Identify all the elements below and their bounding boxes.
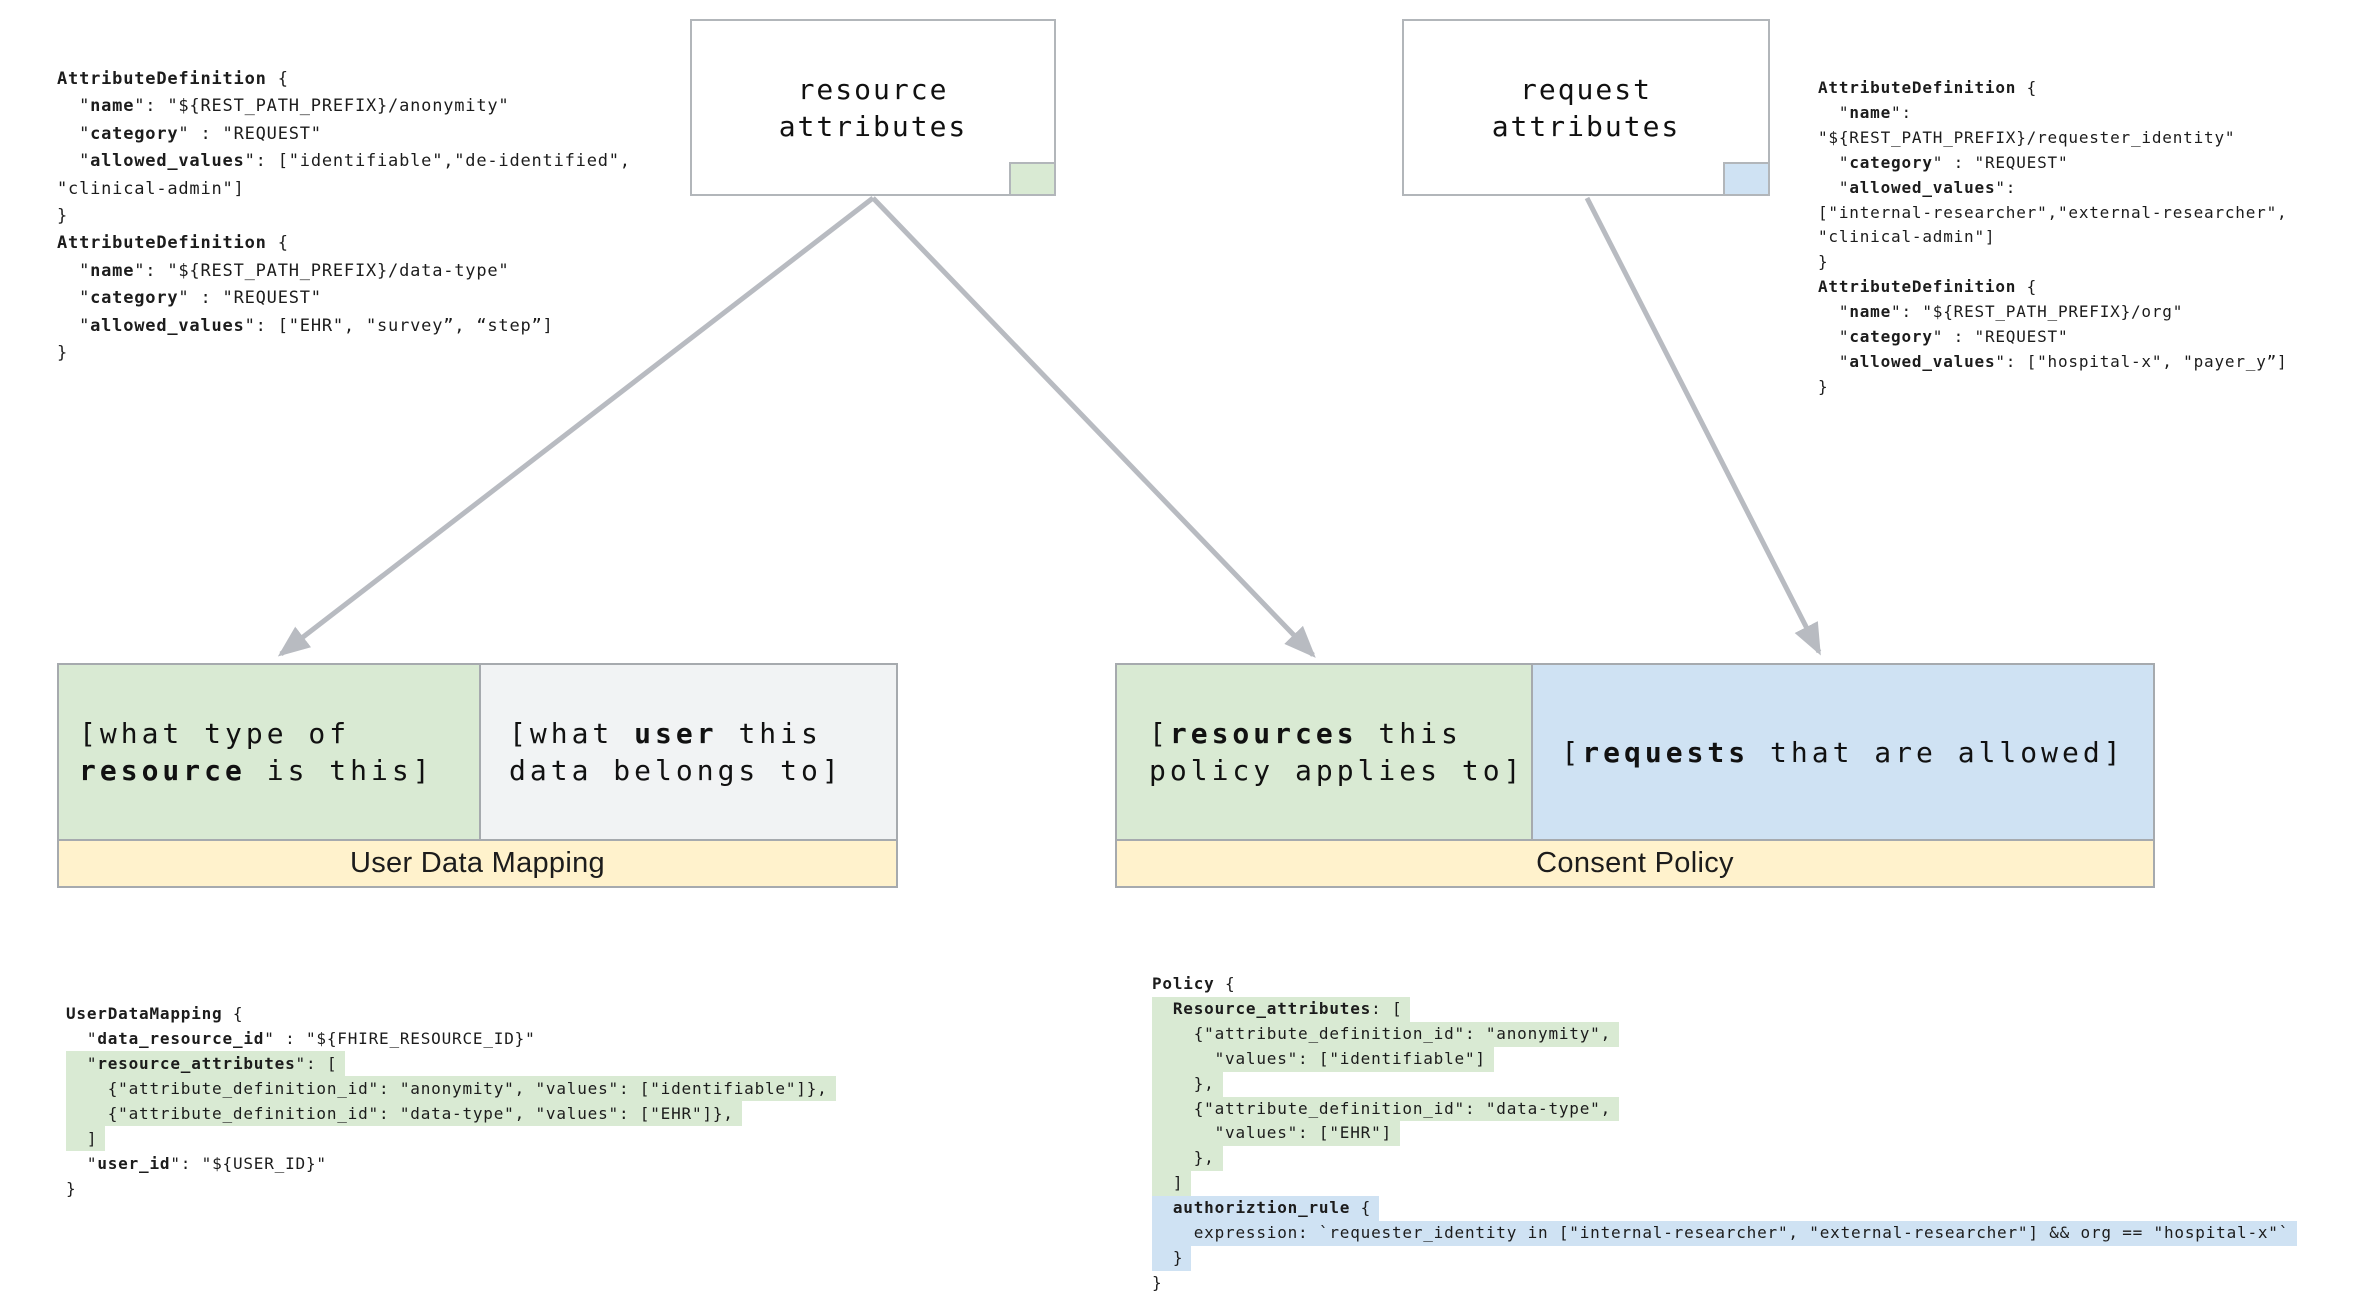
code-attribute-definitions-request: AttributeDefinition { "name": "${REST_PAT…	[1818, 76, 2288, 400]
highlight-green: {"attribute_definition_id": "anonymity",…	[66, 1076, 836, 1101]
text-line: "allowed_values": ["hospital-x", "payer_…	[1818, 351, 2288, 371]
text-line: UserDataMapping {	[66, 1004, 244, 1023]
text-line: "category" : "REQUEST"	[57, 288, 322, 309]
text-line: }	[57, 206, 69, 227]
resource-attributes-corner-swatch	[1009, 162, 1056, 196]
text-line: "data_resource_id" : "${FHIRE_RESOURCE_I…	[66, 1029, 536, 1048]
text-line: "user_id": "${USER_ID}"	[66, 1154, 327, 1173]
highlight-green: {"attribute_definition_id": "data-type",	[1152, 1096, 1620, 1122]
text-line: ]	[1152, 1171, 2297, 1197]
code-attribute-definitions-resource: AttributeDefinition { "name": "${REST_PA…	[57, 66, 631, 367]
user-data-mapping-cells: [what type of resource is this] [what use…	[59, 665, 896, 839]
code-user-data-mapping: UserDataMapping { "data_resource_id" : "…	[66, 1001, 836, 1201]
user-data-mapping-group: [what type of resource is this] [what use…	[57, 663, 898, 888]
consent-policy-group: [resources this policy applies to] [reque…	[1115, 663, 2155, 888]
text-line: "resource_attributes": [	[66, 1051, 836, 1076]
text-line: {"attribute_definition_id": "anonymity",…	[66, 1076, 836, 1101]
text-line: "allowed_values": ["EHR", "survey”, “ste…	[57, 315, 554, 336]
text-line: Resource_attributes: [	[1152, 996, 2297, 1022]
text-line: "clinical-admin"]	[57, 178, 245, 199]
text-line: "values": ["identifiable"]	[1152, 1046, 2297, 1072]
text-line: "${REST_PATH_PREFIX}/requester_identity"	[1818, 127, 2236, 147]
text-line: "values": ["EHR"]	[1152, 1121, 2297, 1147]
highlight-blue: authoriztion_rule {	[1152, 1196, 1380, 1222]
highlight-blue: expression: `requester_identity in ["int…	[1152, 1221, 2298, 1246]
policy-requests-cell: [requests that are allowed]	[1531, 665, 2153, 839]
highlight-green: {"attribute_definition_id": "data-type",…	[66, 1101, 742, 1126]
text-line: ]	[66, 1126, 836, 1151]
highlight-green: "values": ["EHR"]	[1152, 1121, 1400, 1147]
text-line: },	[1152, 1146, 2297, 1172]
consent-policy-title: Consent Policy	[1117, 839, 2153, 886]
text-line: AttributeDefinition {	[1818, 78, 2038, 97]
text-line: }	[1152, 1272, 1163, 1292]
resource-type-cell: [what type of resource is this]	[59, 665, 479, 839]
request-attributes-box-label: request attributes	[1491, 72, 1681, 143]
text-line: {"attribute_definition_id": "anonymity",	[1152, 1021, 2297, 1047]
highlight-green: },	[1152, 1146, 1223, 1172]
text-line: }	[1152, 1245, 2297, 1271]
text-line: resource is this]	[79, 754, 434, 787]
text-line: "allowed_values": ["identifiable","de-id…	[57, 151, 631, 172]
highlight-green: ]	[1152, 1171, 1192, 1197]
text-line: {"attribute_definition_id": "data-type",…	[66, 1101, 836, 1126]
text-line: [resources this	[1149, 717, 1462, 750]
code-policy: Policy { Resource_attributes: [ {"attrib…	[1152, 972, 2298, 1292]
text-line: }	[1818, 376, 1829, 396]
text-line: "name":	[1818, 102, 1912, 122]
arrow-request-to-policy	[1584, 196, 1822, 656]
text-line: },	[1152, 1071, 2297, 1097]
text-line: "clinical-admin"]	[1818, 227, 1996, 247]
arrow-resource-to-policy	[871, 196, 1316, 658]
text-line: [what type of	[79, 717, 351, 750]
text-line: AttributeDefinition {	[57, 69, 289, 89]
policy-resources-cell: [resources this policy applies to]	[1117, 665, 1531, 839]
highlight-green: {"attribute_definition_id": "anonymity",	[1152, 1021, 1620, 1047]
text-line: {"attribute_definition_id": "data-type",	[1152, 1096, 2297, 1122]
text-line: "name": "${REST_PATH_PREFIX}/anonymity"	[57, 96, 510, 117]
text-line: AttributeDefinition {	[1818, 277, 2038, 297]
text-line: "category" : "REQUEST"	[1818, 327, 2069, 347]
text-line: "category" : "REQUEST"	[1818, 152, 2069, 172]
text-line: [requests that are allowed]	[1561, 735, 2125, 769]
text-line: [what user this	[509, 717, 822, 750]
text-line: Policy {	[1152, 974, 1236, 993]
highlight-blue: }	[1152, 1245, 1192, 1271]
request-attributes-corner-swatch	[1723, 162, 1770, 196]
text-line: "category" : "REQUEST"	[57, 123, 322, 144]
resource-attributes-box: resource attributes	[690, 19, 1056, 196]
highlight-green: Resource_attributes: [	[1152, 996, 1411, 1022]
text-line: AttributeDefinition {	[57, 233, 289, 254]
text-line: }	[57, 343, 69, 364]
highlight-green: "values": ["identifiable"]	[1152, 1046, 1494, 1072]
user-data-mapping-title: User Data Mapping	[59, 839, 896, 886]
text-line: ["internal-researcher","external-researc…	[1818, 202, 2288, 222]
request-attributes-box: request attributes	[1402, 19, 1770, 196]
text-line: "name": "${REST_PATH_PREFIX}/org"	[1818, 302, 2184, 322]
text-line: }	[1818, 252, 1829, 272]
user-ownership-cell: [what user this data belongs to]	[479, 665, 896, 839]
text-line: authoriztion_rule {	[1152, 1196, 2297, 1222]
text-line: data belongs to]	[509, 754, 843, 787]
resource-attributes-box-label: resource attributes	[778, 72, 968, 143]
highlight-green: ]	[66, 1126, 106, 1151]
text-line: policy applies to]	[1149, 754, 1525, 787]
text-line: }	[66, 1179, 77, 1198]
consent-policy-cells: [resources this policy applies to] [reque…	[1117, 665, 2153, 839]
text-line: "name": "${REST_PATH_PREFIX}/data-type"	[57, 260, 510, 281]
highlight-green: },	[1152, 1071, 1223, 1097]
highlight-green: "resource_attributes": [	[66, 1051, 346, 1076]
text-line: "allowed_values":	[1818, 177, 2017, 197]
text-line: expression: `requester_identity in ["int…	[1152, 1221, 2298, 1246]
